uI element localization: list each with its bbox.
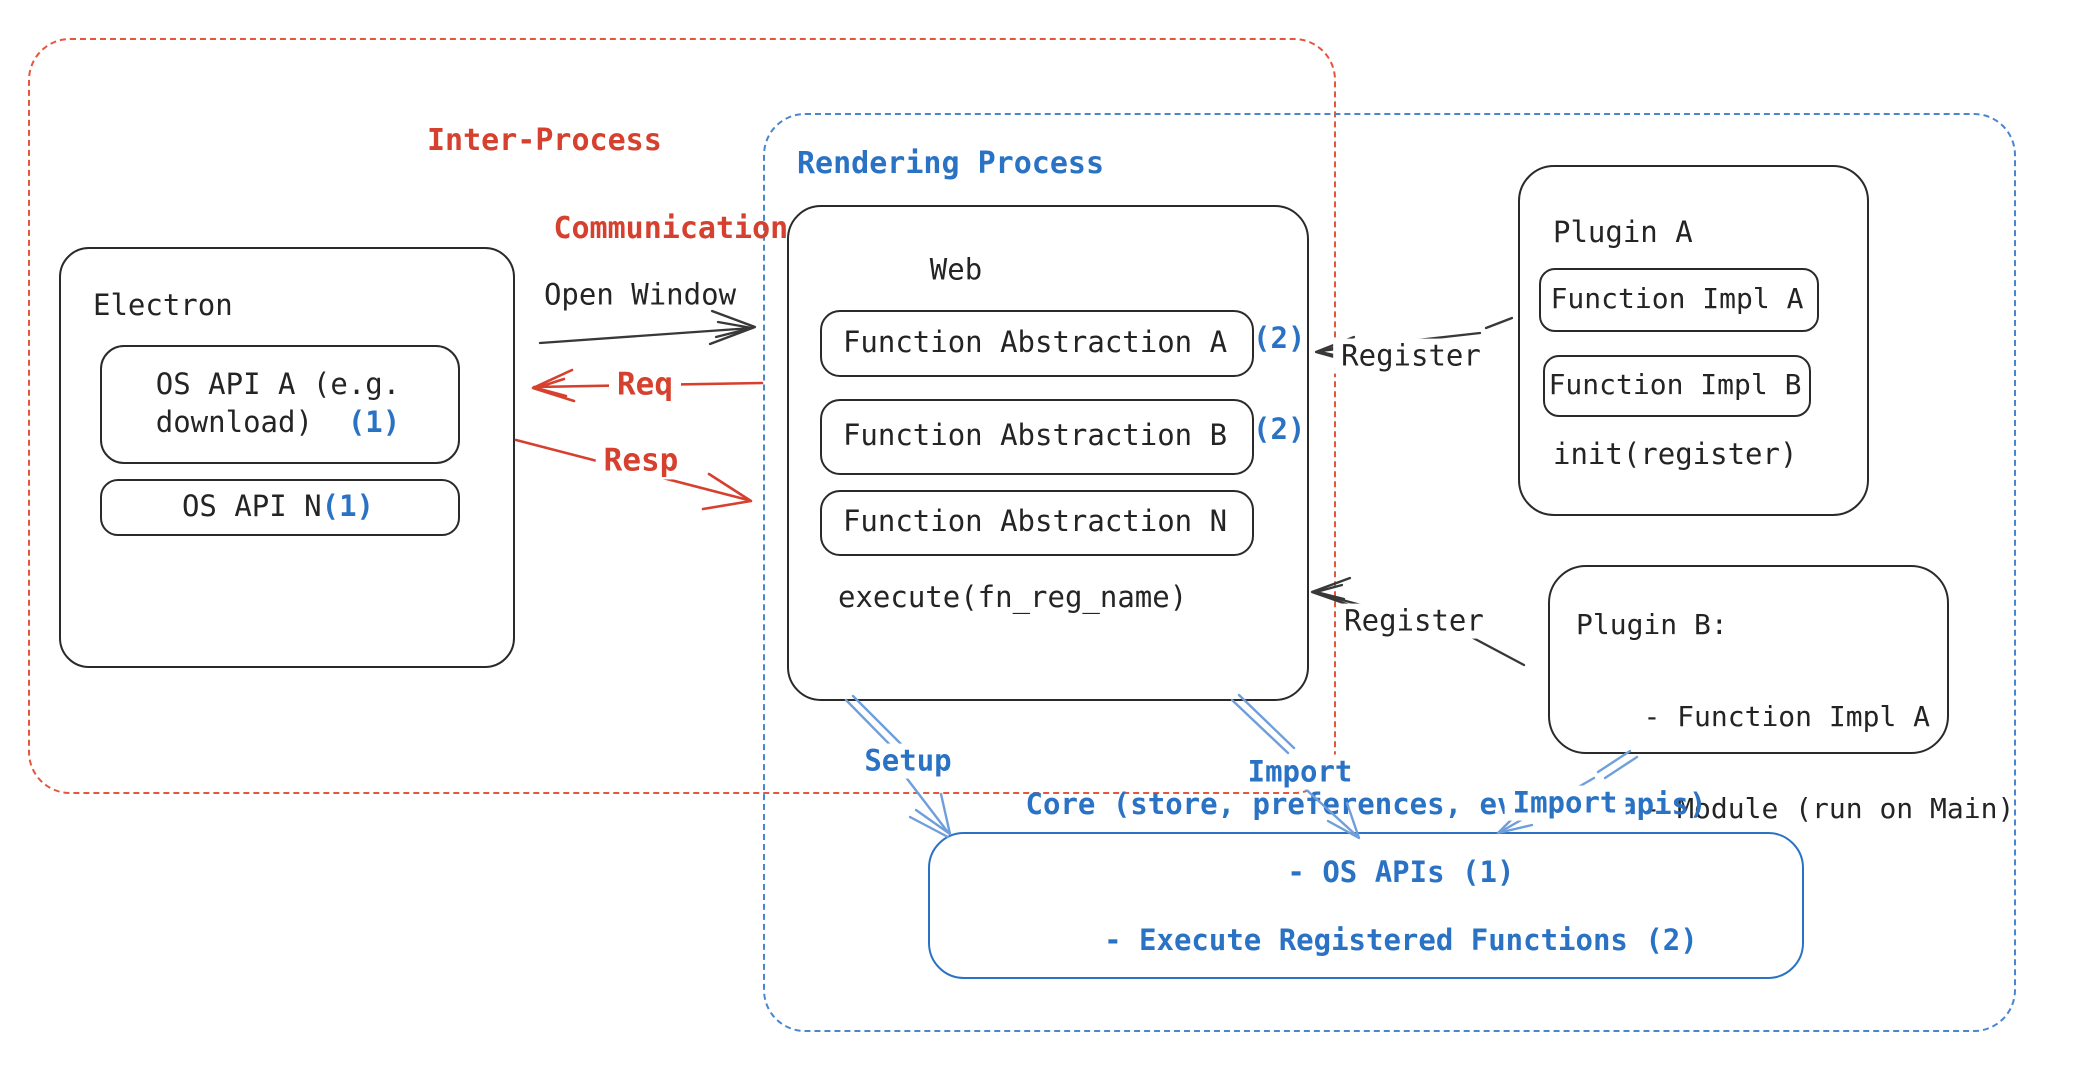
os-api-a-badge: (1) xyxy=(347,404,401,439)
web-box xyxy=(787,205,1309,701)
os-api-n-box xyxy=(100,479,460,536)
plugin-a-box xyxy=(1518,165,1869,516)
function-abstraction-a-box xyxy=(820,310,1254,377)
plugin-b-line3: - Module (run on Main) xyxy=(1643,792,2015,825)
req-label: Req xyxy=(609,366,681,404)
function-impl-a-box xyxy=(1539,268,1819,332)
register2-label: Register xyxy=(1336,603,1492,639)
function-abstraction-a-badge: (2) xyxy=(1253,321,1306,355)
function-abstraction-n-text: Function Abstraction N xyxy=(842,504,1228,538)
plugin-b-line2: - Function Impl A xyxy=(1643,700,1931,733)
os-api-n-label: OS API N xyxy=(181,488,322,523)
os-api-a-line2: download) (1) xyxy=(156,403,400,441)
ipc-region-frame xyxy=(28,38,1336,794)
plugin-b-box xyxy=(1548,565,1949,754)
core-line3: - Execute Registered Functions (2) xyxy=(1104,923,1698,957)
os-api-a-text: OS API A (e.g. download) (1) xyxy=(100,345,456,460)
electron-title: Electron xyxy=(93,288,233,322)
os-api-a-box xyxy=(100,345,460,464)
function-impl-b-box xyxy=(1543,355,1811,417)
open-window-label: Open Window xyxy=(543,277,737,312)
function-abstraction-n-box xyxy=(820,490,1254,556)
plugin-a-init-label: init(register) xyxy=(1553,437,1798,471)
ipc-title-line1: Inter-Process xyxy=(427,123,662,158)
register1-label: Register xyxy=(1333,338,1489,374)
setup-label: Setup xyxy=(856,743,960,779)
os-api-a-line1: OS API A (e.g. xyxy=(155,366,401,401)
os-api-n-badge: (1) xyxy=(321,488,375,523)
function-impl-b-text: Function Impl B xyxy=(1548,367,1802,401)
electron-box xyxy=(59,247,515,668)
resp-label: Resp xyxy=(595,442,687,480)
web-title: Web xyxy=(929,252,983,287)
function-abstraction-a-text: Function Abstraction A xyxy=(842,324,1228,359)
function-abstraction-b-badge: (2) xyxy=(1253,412,1306,446)
function-abstraction-b-box xyxy=(820,399,1254,475)
core-text: Core (store, preferences, events, apis) … xyxy=(1026,787,1707,957)
execute-label: execute(fn_reg_name) xyxy=(838,580,1188,614)
function-impl-a-text: Function Impl A xyxy=(1550,281,1804,315)
ipc-title-line2: Communication xyxy=(553,211,789,246)
core-box xyxy=(928,832,1804,979)
os-api-n-text: OS API N (1) xyxy=(100,479,456,532)
plugin-b-line1: Plugin B: xyxy=(1576,608,1728,641)
rendering-region-frame xyxy=(763,113,2016,1032)
import2-label: Import xyxy=(1504,785,1626,821)
ipc-region-title: Inter-Process Communication xyxy=(427,119,788,251)
import1-label: Import xyxy=(1239,754,1361,790)
rendering-region-title: Rendering Process xyxy=(797,146,1105,181)
function-abstraction-b-text: Function Abstraction B xyxy=(842,418,1228,452)
plugin-b-text: Plugin B: - Function Impl A - Module (ru… xyxy=(1576,602,2014,832)
os-api-a-line2-text: download) xyxy=(155,404,313,439)
core-line2: - OS APIs (1) xyxy=(1287,855,1515,889)
plugin-a-title: Plugin A xyxy=(1553,215,1693,249)
